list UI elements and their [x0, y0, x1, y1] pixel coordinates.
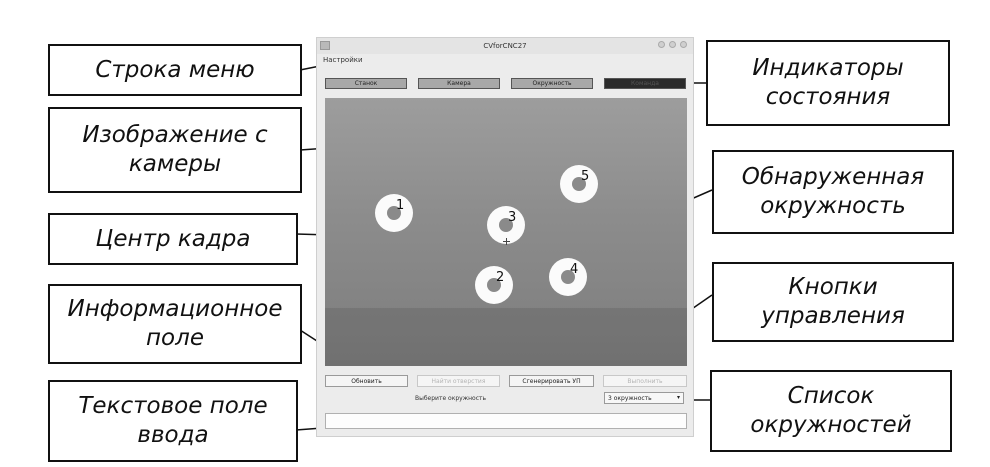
circle-number: 2: [496, 270, 505, 285]
text-input[interactable]: [325, 413, 687, 429]
app-window: CVforCNC27 Настройки Станок Камера Окруж…: [316, 37, 694, 437]
circle-center-dot: [499, 218, 513, 232]
detected-circle-5[interactable]: 5: [560, 165, 598, 203]
detected-circle-2[interactable]: 2: [475, 266, 513, 304]
window-title: CVforCNC27: [483, 42, 527, 50]
callout-frame-center: Центр кадра: [48, 213, 298, 265]
chevron-down-icon[interactable]: ▾: [676, 394, 680, 401]
indicator-camera: Камера: [418, 78, 500, 89]
menu-settings[interactable]: Настройки: [323, 56, 363, 64]
generate-program-button[interactable]: Сгенерировать УП: [509, 375, 594, 387]
callout-menu-bar: Строка меню: [48, 44, 302, 96]
app-icon: [320, 41, 330, 50]
info-field: Выберите окружность: [415, 395, 487, 402]
indicator-machine: Станок: [325, 78, 407, 89]
indicator-command: Команда: [604, 78, 686, 89]
find-holes-button[interactable]: Найти отверстия: [417, 375, 500, 387]
indicator-circle: Окружность: [511, 78, 593, 89]
crosshair-icon: [503, 238, 510, 245]
callout-control-buttons: Кнопки управления: [712, 262, 954, 342]
control-buttons: Обновить Найти отверстия Сгенерировать У…: [325, 375, 687, 387]
circle-select-value: 3 окружность: [608, 394, 652, 402]
detected-circle-1[interactable]: 1: [375, 194, 413, 232]
callout-circle-list: Список окружностей: [710, 370, 952, 452]
callout-detected-circle: Обнаруженная окружность: [712, 150, 954, 234]
status-indicators: Станок Камера Окружность Команда: [325, 78, 687, 89]
camera-view[interactable]: 1 2 3 4 5: [325, 98, 687, 366]
detected-circle-3[interactable]: 3: [487, 206, 525, 244]
circle-number: 4: [570, 262, 579, 277]
circle-center-dot: [387, 206, 401, 220]
refresh-button[interactable]: Обновить: [325, 375, 408, 387]
window-controls-icon[interactable]: [658, 41, 687, 48]
detected-circle-4[interactable]: 4: [549, 258, 587, 296]
execute-button[interactable]: Выполнить: [603, 375, 687, 387]
circle-select[interactable]: 3 окружность ▾: [604, 392, 684, 404]
camera-shadow-band: [325, 308, 687, 366]
circle-number: 5: [581, 169, 590, 184]
circle-center-dot: [572, 177, 586, 191]
maximize-button[interactable]: [669, 41, 676, 48]
callout-status-indicators: Индикаторы состояния: [706, 40, 950, 126]
title-bar: CVforCNC27: [317, 38, 693, 54]
callout-text-input: Текстовое поле ввода: [48, 380, 298, 462]
minimize-button[interactable]: [658, 41, 665, 48]
circle-center-dot: [487, 278, 501, 292]
close-button[interactable]: [680, 41, 687, 48]
circle-center-dot: [561, 270, 575, 284]
circle-number: 1: [396, 198, 405, 213]
callout-camera-image: Изображение с камеры: [48, 107, 302, 193]
circle-number: 3: [508, 210, 517, 225]
callout-info-field: Информационное поле: [48, 284, 302, 364]
